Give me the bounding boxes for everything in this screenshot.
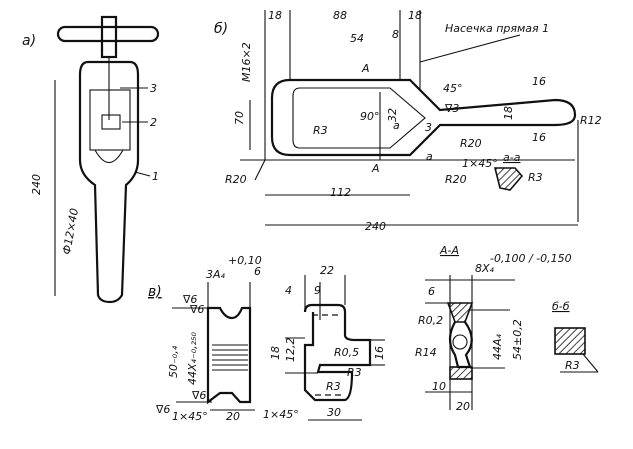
- dim-r3-mid-b: R3: [326, 380, 341, 393]
- view-b-body: [240, 10, 579, 226]
- chamfer-right: 1×45°: [263, 408, 299, 421]
- roughness-2: ∇6: [189, 303, 204, 316]
- section-mark-a-bottom: А: [371, 162, 380, 175]
- dim-240-a: 240: [30, 174, 43, 195]
- dim-12-2: 12,2: [284, 338, 297, 363]
- dim-6-aa: 6: [428, 285, 435, 298]
- view-c-label: в): [148, 284, 162, 300]
- dim-r20-lower: R20: [445, 173, 467, 186]
- dim-8: 8: [392, 28, 399, 41]
- dim-18-right: 18: [408, 9, 422, 22]
- dim-3: 3: [425, 121, 432, 134]
- dim-18: 18: [502, 106, 515, 120]
- dim-3a4: 3А₄: [206, 268, 226, 281]
- section-mark-a-top: А: [361, 62, 370, 75]
- view-middle-jaw-side: [285, 275, 385, 421]
- dim-16-bottom: 16: [532, 131, 546, 144]
- dim-54: 54±0,2: [511, 319, 524, 360]
- chamfer-left: 1×45°: [172, 410, 208, 423]
- dim-r14: R14: [415, 346, 437, 359]
- dim-10: 10: [432, 380, 446, 393]
- dim-16-mid: 16: [373, 346, 386, 360]
- dim-50: 50₋₀,₄: [167, 345, 180, 378]
- dim-r0-5: R0,5: [334, 346, 359, 359]
- view-b-label: б): [214, 21, 228, 37]
- dim-18-mid: 18: [269, 346, 282, 360]
- dim-hole: Ф12×40: [60, 207, 81, 255]
- dim-22: 22: [320, 264, 334, 277]
- dim-20-c: 20: [226, 410, 240, 423]
- dim-20-aa: 20: [456, 400, 470, 413]
- dim-16-top: 16: [532, 75, 546, 88]
- dim-r0-2: R0,2: [418, 314, 443, 327]
- section-aa-title: А-А: [439, 244, 459, 257]
- dim-8x4: 8Х₄: [475, 262, 495, 275]
- dim-32: 32: [386, 108, 399, 122]
- dim-70: 70: [233, 111, 246, 125]
- dim-30: 30: [327, 406, 341, 419]
- mark-a: а: [393, 119, 400, 132]
- dim-r12: R12: [580, 114, 602, 127]
- roughness-4: ∇6: [155, 403, 170, 416]
- dim-54: 54: [350, 32, 364, 45]
- roughness-3: ∇6: [191, 389, 206, 402]
- dim-r3-mid-a: R3: [347, 366, 362, 379]
- dim-18-left: 18: [268, 9, 282, 22]
- dim-thread: М16×2: [240, 42, 253, 82]
- dim-44a4: 44А₄: [491, 333, 504, 360]
- dim-r3: R3: [313, 124, 328, 137]
- dim-r3-bb: R3: [565, 359, 580, 372]
- callout-1: 1: [152, 170, 159, 183]
- view-a-wrench: [54, 15, 160, 304]
- dim-r3-section: R3: [528, 171, 543, 184]
- section-bb-title: б-б: [552, 300, 570, 313]
- mark-a-lower: а: [426, 150, 433, 163]
- section-aa-view: [425, 275, 515, 410]
- roughness-1: ∇6: [182, 293, 197, 306]
- view-a-label: а): [22, 33, 36, 49]
- section-aa-label: а-а: [503, 151, 521, 164]
- tol-3a4: +0,10: [228, 254, 262, 267]
- dim-4: 4: [285, 284, 292, 297]
- dim-9: 9: [314, 284, 321, 297]
- callout-3: 3: [150, 82, 157, 95]
- tol-8x4: -0,100 / -0,150: [490, 252, 572, 265]
- note-knurling: Насечка прямая 1: [445, 22, 549, 35]
- dim-88: 88: [333, 9, 347, 22]
- dim-6: 6: [254, 265, 261, 278]
- section-bb-shape: [554, 327, 586, 355]
- dim-240: 240: [365, 220, 386, 233]
- dim-112: 112: [330, 186, 351, 199]
- dim-r20-right: R20: [460, 137, 482, 150]
- callout-2: 2: [150, 116, 157, 129]
- dim-chamfer: 1×45°: [462, 157, 498, 170]
- view-c-jaw: [172, 282, 255, 411]
- roughness-mark: ∇3: [444, 102, 459, 115]
- dim-45deg: 45°: [443, 82, 463, 95]
- leader-r3-bb-diag: [582, 353, 599, 373]
- dim-90deg: 90°: [360, 110, 380, 123]
- dim-r20-left: R20: [225, 173, 247, 186]
- dim-44x4: 44Х₄₋₀,₂₅₀: [186, 332, 199, 385]
